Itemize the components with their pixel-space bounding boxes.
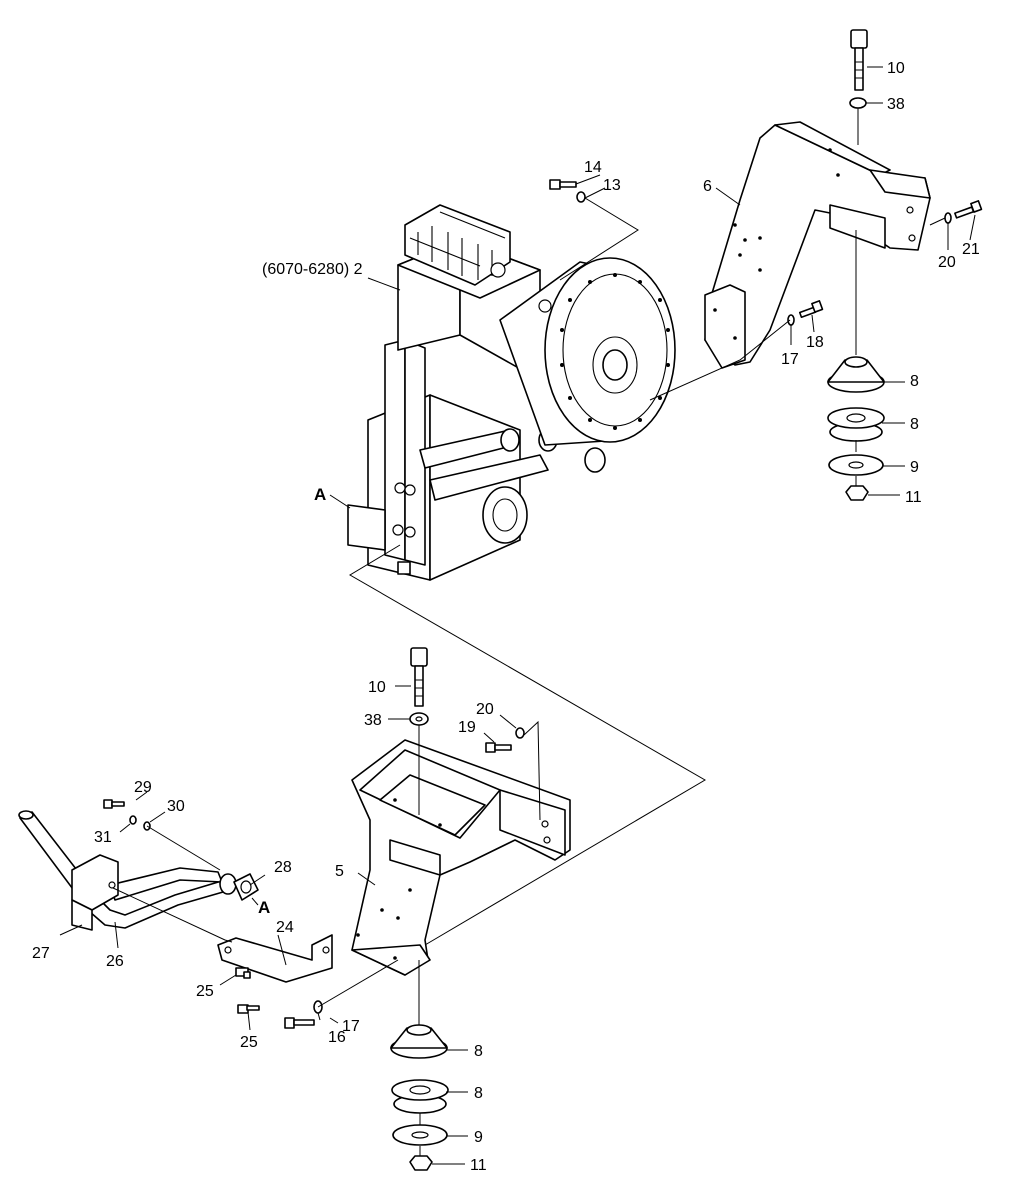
callout-25-a: 25	[196, 983, 214, 1000]
callout-27: 27	[32, 945, 50, 962]
callout-18: 18	[806, 334, 824, 351]
callout-29: 29	[134, 779, 152, 796]
callout-30: 30	[167, 798, 185, 815]
callout-10-top: 10	[887, 60, 905, 77]
callout-31: 31	[94, 829, 112, 846]
callout-14: 14	[584, 159, 602, 176]
callout-16: 16	[328, 1029, 346, 1046]
support-strap	[217, 934, 333, 983]
washer-20-top	[944, 212, 952, 224]
exhaust-mount-27	[71, 854, 119, 931]
callout-25-b: 25	[240, 1034, 258, 1051]
exhaust-pipe	[18, 810, 237, 929]
callout-21: 21	[962, 241, 980, 258]
callout-17-bottom: 17	[342, 1018, 360, 1035]
callout-9-bottom: 9	[474, 1129, 483, 1146]
rubber-mount-8-bottom-lower	[391, 1079, 449, 1114]
rubber-mount-8-top-upper	[827, 356, 885, 393]
washer-9-top	[828, 454, 884, 476]
bolt-25-b	[237, 1004, 260, 1014]
rubber-mount-8-bottom-upper	[390, 1024, 448, 1059]
bolt-16	[284, 1017, 315, 1029]
callout-11-top: 11	[905, 489, 922, 506]
callout-A-top: A	[314, 485, 326, 504]
callout-38-bottom: 38	[364, 712, 382, 729]
bolt-10-bottom	[410, 647, 428, 707]
leader-lines-top	[329, 66, 976, 946]
callout-A-bottom: A	[258, 898, 270, 917]
callout-8-top-b: 8	[910, 416, 919, 433]
gasket-28	[233, 873, 259, 901]
callout-20-top: 20	[938, 254, 956, 271]
front-mount-bracket	[351, 739, 571, 976]
callout-5: 5	[335, 863, 344, 880]
washer-20-bottom	[515, 727, 525, 739]
callout-20-bottom: 20	[476, 701, 494, 718]
callout-38-top: 38	[887, 96, 905, 113]
washer-31	[129, 815, 137, 825]
callout-8-top-a: 8	[910, 373, 919, 390]
bolt-29	[103, 799, 125, 809]
washer-9-bottom	[392, 1124, 448, 1146]
bolt-19	[485, 742, 512, 753]
callout-13: 13	[603, 177, 621, 194]
bolt-10-top	[850, 29, 868, 91]
engine-unit	[347, 204, 676, 581]
callout-2: (6070-6280) 2	[262, 261, 363, 278]
callout-17-top: 17	[781, 351, 799, 368]
bolt-25-a	[235, 967, 251, 979]
washer-17-top	[787, 314, 795, 326]
callout-10-bottom: 10	[368, 679, 386, 696]
callout-11-bottom: 11	[470, 1157, 487, 1174]
leader-lines-bottom	[59, 685, 541, 1165]
nut-11-bottom	[409, 1155, 433, 1171]
callout-26: 26	[106, 953, 124, 970]
callout-8-bottom-b: 8	[474, 1085, 483, 1102]
nut-11-top	[845, 485, 869, 501]
bolt-14	[549, 179, 577, 190]
callout-6: 6	[703, 178, 712, 195]
washer-13	[576, 191, 586, 203]
callout-19: 19	[458, 719, 476, 736]
callout-28: 28	[274, 859, 292, 876]
bolt-21	[954, 200, 983, 219]
rear-mount-bracket	[704, 121, 931, 369]
rubber-mount-8-top-lower	[827, 407, 885, 442]
washer-38-bottom	[409, 712, 429, 726]
callout-8-bottom-a: 8	[474, 1043, 483, 1060]
washer-38-top	[849, 97, 867, 109]
callout-9-top: 9	[910, 459, 919, 476]
callout-24: 24	[276, 919, 294, 936]
bolt-18	[798, 300, 824, 319]
